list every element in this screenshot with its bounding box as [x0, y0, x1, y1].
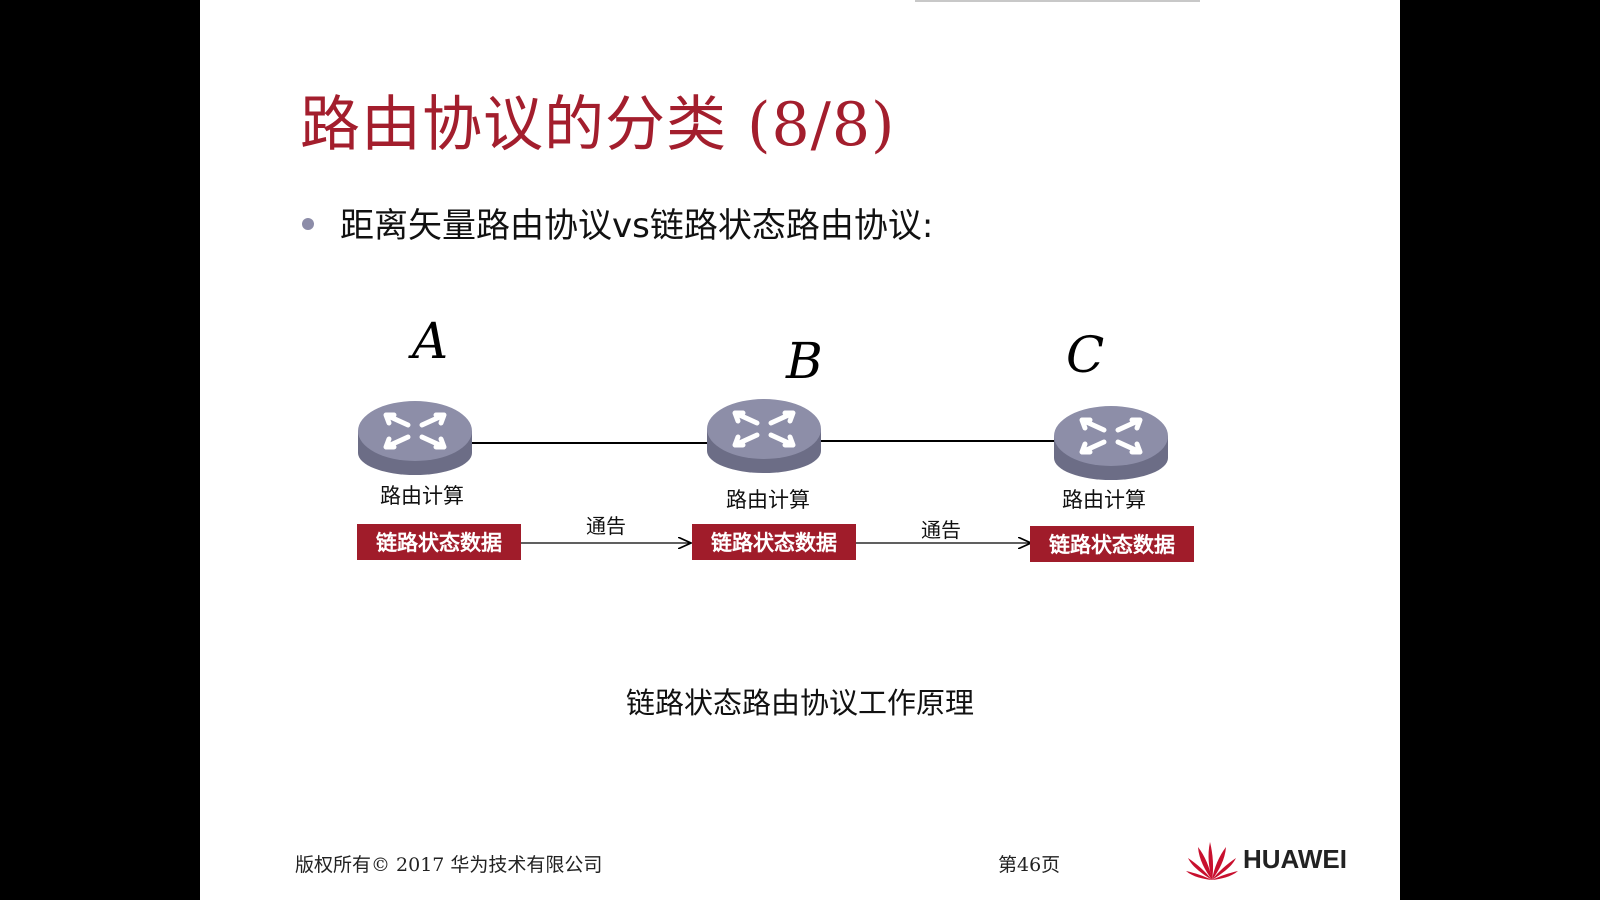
advertise-label-2: 通告 [921, 518, 961, 542]
route-calc-label-c: 路由计算 [1062, 488, 1146, 512]
slide: 路由协议的分类 (8/8) 距离矢量路由协议vs链路状态路由协议: A B C [200, 0, 1400, 900]
bullet-dot [302, 218, 314, 230]
huawei-brand-text: HUAWEI [1243, 844, 1347, 874]
router-icon [1054, 406, 1168, 480]
diagram-caption: 链路状态路由协议工作原理 [625, 686, 974, 720]
route-calc-label-a: 路由计算 [380, 484, 464, 508]
huawei-logo: HUAWEI [1185, 838, 1365, 884]
slide-title: 路由协议的分类 (8/8) [300, 90, 896, 160]
bullet-text: 距离矢量路由协议vs链路状态路由协议: [340, 206, 934, 246]
handwritten-letter-b: B [786, 332, 823, 390]
link-state-data-box-c: 链路状态数据 [1030, 526, 1194, 562]
route-calc-label-b: 路由计算 [726, 488, 810, 512]
diagram-links [470, 440, 1060, 900]
top-divider [915, 0, 1200, 2]
router-icon [707, 399, 821, 473]
handwritten-letter-c: C [1066, 326, 1105, 384]
link-state-data-box-b: 链路状态数据 [692, 524, 856, 560]
router-icon [358, 401, 472, 475]
link-state-data-box-a: 链路状态数据 [357, 524, 521, 560]
page-number: 第46页 [998, 854, 1061, 876]
handwritten-letter-a: A [412, 312, 449, 370]
copyright-text: 版权所有© 2017 华为技术有限公司 [295, 854, 603, 876]
huawei-logo-icon [1186, 842, 1238, 880]
advertise-label-1: 通告 [586, 514, 626, 538]
